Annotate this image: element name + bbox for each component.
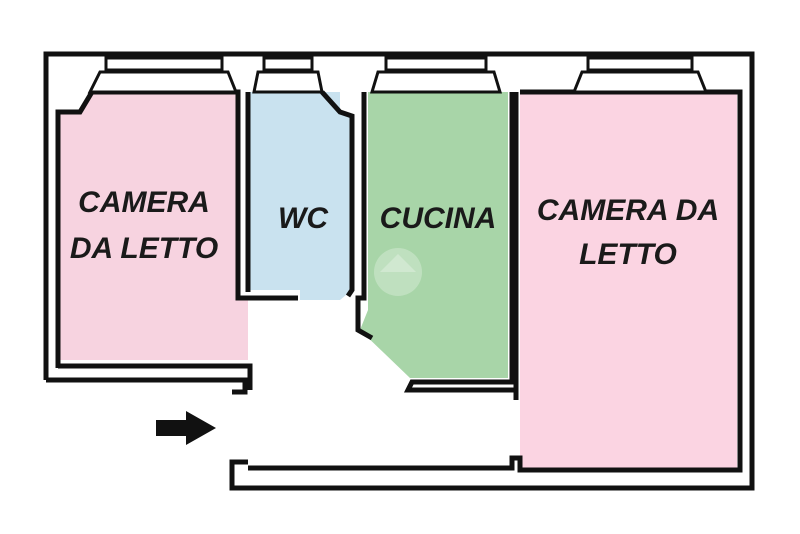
watermark: casa.it	[283, 248, 493, 440]
room-bedroom-right	[520, 92, 737, 468]
wc-label: WC	[278, 202, 329, 235]
bedroom-right-label-line2: LETTO	[579, 238, 677, 271]
windows	[87, 56, 709, 94]
walls	[43, 51, 755, 491]
window-kitchen	[369, 56, 503, 94]
entrance-arrow-icon	[156, 411, 216, 445]
room-kitchen	[360, 92, 508, 378]
bedroom-left-label-line1: CAMERA	[78, 186, 210, 219]
kitchen-label: CUCINA	[380, 202, 497, 235]
bedroom-left-label-line2: DA LETTO	[70, 232, 218, 265]
watermark-badge-icon	[283, 380, 343, 440]
watermark-text: casa.it	[350, 386, 493, 438]
hallway	[248, 300, 510, 460]
watermark-house-icon	[380, 254, 416, 272]
window-bedroom-left	[87, 56, 239, 94]
window-bedroom-right	[571, 56, 709, 94]
room-wc	[248, 92, 352, 300]
watermark-logo-icon	[374, 248, 422, 296]
room-bedroom-left	[58, 92, 250, 360]
bedroom-right-label-line1: CAMERA DA	[537, 194, 719, 227]
window-wc	[252, 56, 324, 94]
